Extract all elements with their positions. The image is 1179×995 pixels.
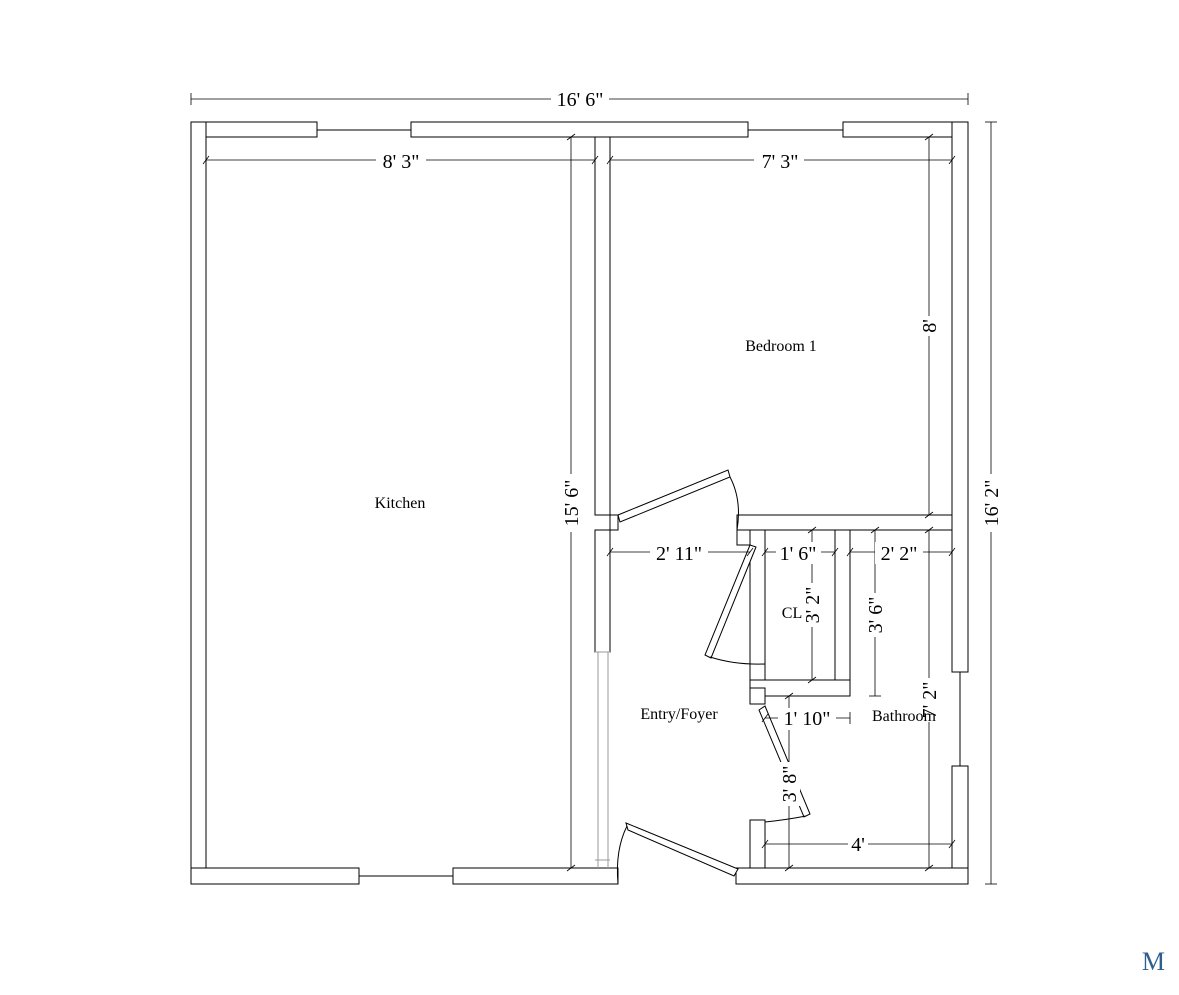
foyer-depth-label: 3' 8"	[779, 766, 801, 803]
bottom-wall-segment	[190, 867, 360, 885]
doors	[616, 469, 811, 885]
right-wall-lower	[951, 765, 969, 885]
bedroom-bottom-wall	[736, 514, 953, 531]
kitchen-bedroom-wall	[594, 136, 611, 516]
room-labels: Kitchen Bedroom 1 CL Entry/Foyer Bathroo…	[375, 338, 937, 725]
room-label-foyer: Entry/Foyer	[640, 706, 718, 723]
kitchen-width-label: 8' 3"	[383, 151, 420, 173]
room-label-closet: CL	[782, 605, 802, 622]
dimension-labels: 16' 6" 16' 2" 8' 3" 15' 6" 7' 3" 8' 2' 1…	[376, 88, 1003, 856]
room-label-kitchen: Kitchen	[375, 495, 426, 512]
bath-left-wall	[749, 819, 766, 869]
dimension-lines	[190, 93, 997, 885]
right-wall-upper	[951, 121, 969, 673]
door-jamb	[736, 529, 751, 546]
overall-depth-label: 16' 2"	[981, 480, 1003, 527]
bath-upper-width-label: 2' 2"	[881, 543, 918, 565]
bedroom-depth-label: 8'	[919, 319, 941, 333]
closet-width-label: 1' 6"	[780, 543, 817, 565]
room-label-bathroom: Bathroom	[872, 708, 937, 725]
bottom-wall-segment	[735, 867, 969, 885]
kitchen-depth-label: 15' 6"	[561, 480, 583, 527]
door-jamb	[609, 514, 619, 531]
bath-upper-depth-label: 3' 6"	[865, 597, 887, 634]
overall-width-label: 16' 6"	[557, 89, 604, 111]
closet-depth-label: 3' 2"	[802, 587, 824, 624]
bath-depth-label: 7' 2"	[919, 682, 941, 719]
top-wall-segment	[190, 121, 318, 138]
top-wall-segment	[410, 121, 749, 138]
bath-width-label: 4'	[851, 834, 865, 856]
bottom-wall-segment	[452, 867, 619, 885]
foyer-width-label: 2' 11"	[656, 543, 702, 565]
left-wall	[190, 121, 207, 885]
bedroom-door	[617, 469, 739, 531]
room-label-bedroom: Bedroom 1	[745, 338, 817, 355]
brand-mark: M	[1141, 947, 1165, 976]
foyer-passage-label: 1' 10"	[784, 708, 831, 730]
top-wall-segment	[842, 121, 969, 138]
door-jamb	[749, 687, 766, 705]
entry-door	[616, 822, 739, 885]
closet-door	[704, 544, 766, 665]
kitchen-foyer-wall	[594, 529, 611, 653]
windows	[317, 129, 961, 877]
bedroom-width-label: 7' 3"	[762, 151, 799, 173]
